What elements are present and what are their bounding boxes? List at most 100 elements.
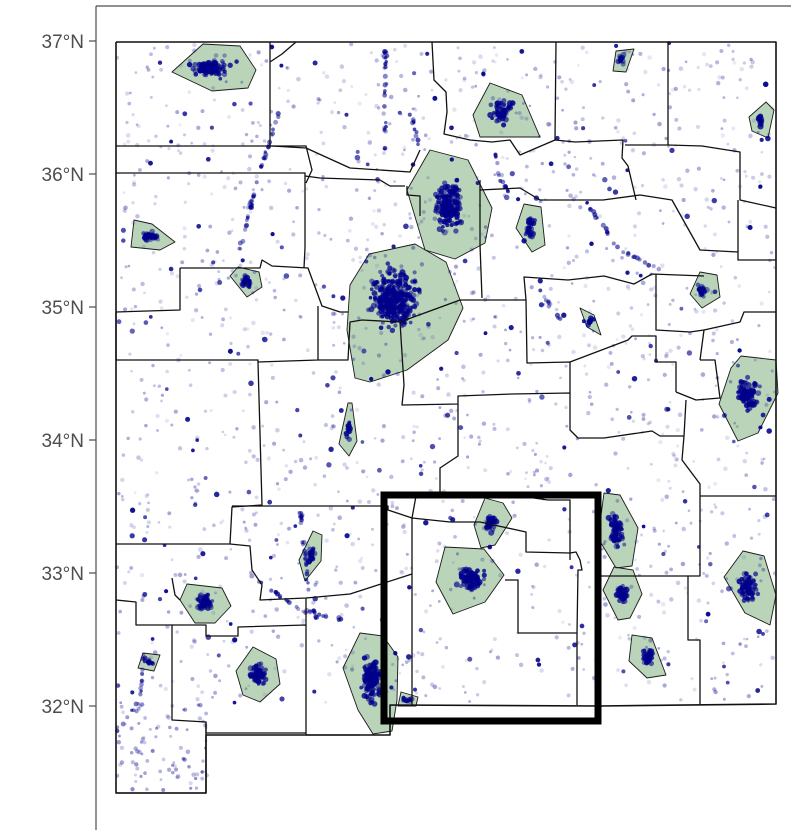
- occurrence-point: [331, 325, 336, 330]
- occurrence-point: [548, 286, 553, 291]
- occurrence-point: [506, 105, 511, 110]
- occurrence-point: [193, 502, 198, 507]
- occurrence-point: [566, 164, 571, 170]
- occurrence-point: [711, 252, 716, 257]
- occurrence-point: [137, 168, 142, 172]
- occurrence-point: [182, 579, 187, 584]
- occurrence-point: [157, 60, 163, 65]
- occurrence-point: [495, 655, 501, 660]
- occurrence-point: [285, 66, 290, 71]
- occurrence-point: [742, 397, 749, 404]
- occurrence-point: [169, 734, 173, 738]
- occurrence-point: [445, 412, 451, 418]
- occurrence-point: [303, 552, 308, 557]
- occurrence-point: [736, 96, 739, 100]
- occurrence-point: [344, 533, 350, 539]
- occurrence-point: [514, 111, 518, 115]
- occurrence-point: [342, 341, 346, 345]
- occurrence-point: [214, 591, 217, 595]
- occurrence-point: [525, 471, 528, 475]
- occurrence-point: [744, 86, 749, 91]
- occurrence-point: [197, 287, 203, 293]
- occurrence-point: [146, 520, 151, 525]
- occurrence-point: [506, 189, 510, 194]
- occurrence-point: [382, 82, 388, 88]
- occurrence-point: [520, 76, 524, 80]
- occurrence-point: [470, 85, 475, 89]
- occurrence-point: [198, 703, 203, 708]
- occurrence-point: [477, 435, 481, 440]
- occurrence-point: [547, 122, 552, 127]
- occurrence-point: [337, 490, 340, 494]
- occurrence-point: [762, 457, 766, 461]
- occurrence-point: [529, 362, 533, 366]
- occurrence-point: [482, 583, 486, 587]
- occurrence-point: [647, 55, 652, 60]
- occurrence-point: [227, 114, 232, 119]
- occurrence-point: [695, 282, 701, 288]
- occurrence-point: [559, 376, 562, 380]
- occurrence-point: [196, 125, 201, 130]
- occurrence-point: [304, 562, 309, 567]
- occurrence-point: [283, 477, 288, 482]
- occurrence-point: [206, 652, 210, 657]
- occurrence-point: [203, 723, 208, 728]
- occurrence-point: [166, 767, 172, 772]
- occurrence-point: [179, 659, 183, 664]
- occurrence-point: [454, 205, 460, 211]
- occurrence-point: [364, 259, 369, 264]
- occurrence-point: [505, 427, 510, 432]
- occurrence-point: [261, 424, 265, 428]
- occurrence-point: [573, 120, 578, 125]
- occurrence-point: [627, 286, 631, 291]
- occurrence-point: [622, 542, 627, 547]
- occurrence-point: [437, 191, 444, 198]
- occurrence-point: [493, 315, 498, 319]
- occurrence-point: [140, 671, 144, 676]
- occurrence-point: [119, 704, 124, 709]
- occurrence-point: [423, 148, 427, 151]
- occurrence-point: [632, 625, 637, 630]
- occurrence-point: [295, 206, 299, 210]
- occurrence-point: [481, 72, 486, 77]
- occurrence-point: [611, 241, 616, 246]
- occurrence-point: [617, 430, 621, 434]
- occurrence-point: [132, 525, 136, 530]
- occurrence-point: [269, 132, 274, 136]
- occurrence-point: [361, 469, 366, 474]
- occurrence-point: [564, 405, 568, 410]
- occurrence-point: [406, 308, 411, 314]
- occurrence-point: [749, 402, 753, 407]
- occurrence-point: [583, 283, 588, 289]
- occurrence-point: [594, 483, 598, 487]
- occurrence-point: [403, 314, 408, 319]
- occurrence-point: [227, 348, 233, 354]
- occurrence-point: [259, 63, 264, 67]
- occurrence-point: [445, 223, 450, 228]
- occurrence-point: [482, 568, 487, 573]
- occurrence-point: [621, 334, 626, 339]
- occurrence-point: [436, 378, 440, 381]
- occurrence-point: [542, 564, 547, 569]
- occurrence-point: [564, 364, 568, 368]
- occurrence-point: [187, 58, 192, 63]
- occurrence-point: [588, 390, 592, 394]
- occurrence-point: [201, 759, 205, 763]
- occurrence-point: [273, 119, 279, 125]
- occurrence-point: [392, 47, 397, 52]
- occurrence-point: [121, 207, 127, 213]
- occurrence-point: [408, 211, 412, 216]
- occurrence-point: [129, 507, 136, 513]
- occurrence-point: [251, 320, 256, 326]
- occurrence-point: [255, 678, 262, 685]
- occurrence-point: [462, 76, 467, 81]
- highlight-box: [380, 491, 602, 725]
- occurrence-point: [282, 308, 286, 312]
- occurrence-point: [703, 247, 707, 250]
- occurrence-point: [366, 130, 371, 135]
- occurrence-point: [450, 205, 457, 212]
- occurrence-point: [555, 135, 560, 141]
- occurrence-point: [711, 197, 718, 204]
- occurrence-point: [280, 576, 283, 580]
- occurrence-point: [651, 264, 656, 269]
